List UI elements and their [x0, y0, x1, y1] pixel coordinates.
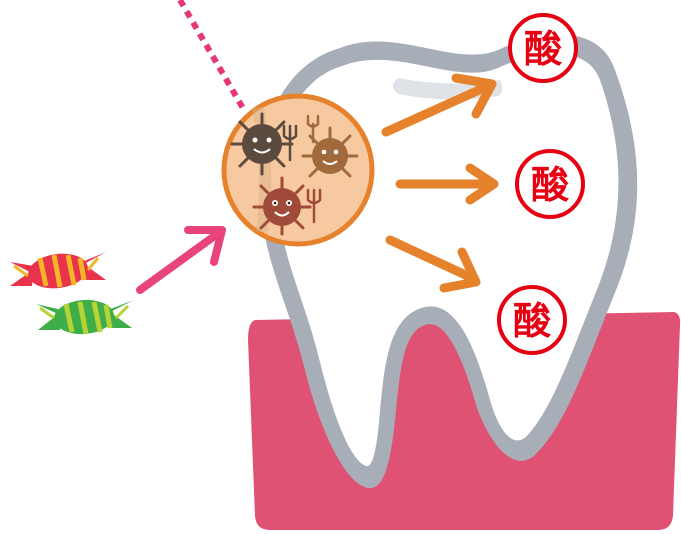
acid-label-top: 酸 — [510, 15, 576, 81]
acid-label-middle: 酸 — [517, 151, 583, 217]
acid-text: 酸 — [524, 27, 563, 71]
acid-text: 酸 — [513, 299, 552, 343]
wrapped-candy-icon — [10, 250, 106, 292]
zoom-dotted-line — [180, 0, 244, 110]
sugar-arrow — [140, 230, 222, 290]
wrapped-candy-icon — [36, 298, 134, 336]
bacteria-zoom-circle — [224, 96, 372, 244]
acid-label-bottom: 酸 — [499, 287, 565, 353]
acid-text: 酸 — [531, 163, 570, 207]
